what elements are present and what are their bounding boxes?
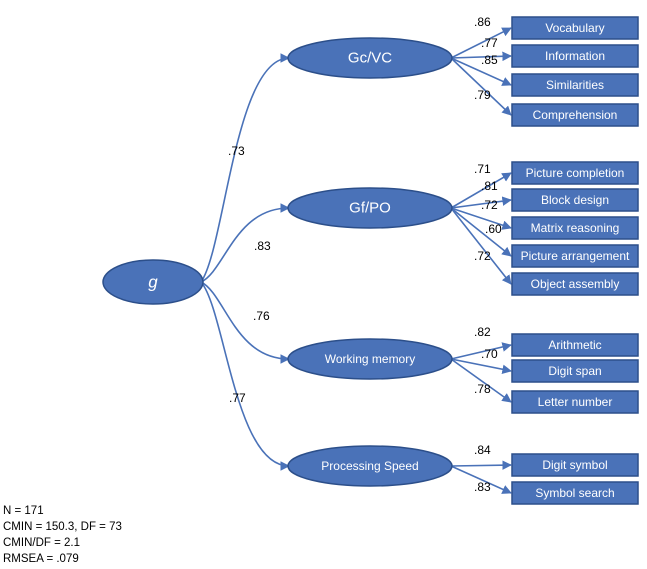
object-assembly-edge [450, 207, 512, 285]
letter-number-edge [450, 358, 512, 403]
similarities-edge [450, 57, 512, 86]
comprehension-edge [450, 57, 512, 116]
object-assembly-subtest-label: Object assembly [531, 277, 620, 291]
g-factor-label: g [148, 273, 158, 292]
arithmetic-edge [450, 342, 512, 360]
arithmetic-loading: .82 [474, 325, 491, 339]
processing-speed-factor-node [287, 445, 453, 487]
gf-po-factor-node [287, 187, 453, 229]
g-to-gf-po-edge [200, 203, 290, 283]
g-to-working-memory-edge [200, 281, 290, 364]
object-assembly-loading: .72 [474, 249, 491, 263]
object-assembly-subtest-box [511, 272, 639, 296]
picture-arrangement-subtest-label: Picture arrangement [521, 249, 630, 263]
picture-completion-edge [450, 172, 512, 209]
letter-number-loading: .78 [474, 382, 491, 396]
symbol-search-edge [450, 465, 512, 494]
g-loading-gf-po: .83 [254, 239, 271, 253]
information-loading: .77 [481, 36, 498, 50]
matrix-reasoning-edge [450, 207, 512, 230]
comprehension-loading: .79 [474, 88, 491, 102]
vocabulary-loading: .86 [474, 15, 491, 29]
picture-completion-subtest-label: Picture completion [526, 166, 625, 180]
comprehension-subtest-box [511, 103, 639, 127]
picture-arrangement-edge [450, 207, 512, 257]
picture-completion-loading: .71 [474, 162, 491, 176]
cmin-ratio: CMIN/DF = 2.1 [3, 537, 81, 549]
vocabulary-subtest-label: Vocabulary [545, 21, 604, 35]
digit-symbol-edge [450, 460, 512, 470]
arithmetic-subtest-label: Arithmetic [548, 338, 601, 352]
gf-po-factor-label: Gf/PO [349, 200, 391, 217]
sample-size: N = 171 [3, 505, 44, 517]
gc-vc-factor-node [287, 37, 453, 79]
gc-vc-factor-label: Gc/VC [348, 50, 392, 67]
picture-arrangement-loading: .60 [485, 222, 502, 236]
similarities-loading: .85 [481, 53, 498, 67]
rmsea: RMSEA = .079 [3, 553, 79, 565]
g-loading-processing-speed: .77 [229, 391, 246, 405]
g-loading-working-memory: .76 [253, 309, 270, 323]
cmin-df: CMIN = 150.3, DF = 73 [3, 521, 122, 533]
matrix-reasoning-loading: .72 [481, 198, 498, 212]
matrix-reasoning-subtest-label: Matrix reasoning [531, 221, 620, 235]
picture-completion-subtest-box [511, 161, 639, 185]
g-loading-gc-vc: .73 [228, 144, 245, 158]
block-design-edge [450, 196, 512, 209]
symbol-search-subtest-box [511, 481, 639, 505]
vocabulary-subtest-box [511, 16, 639, 40]
symbol-search-loading: .83 [474, 480, 491, 494]
digit-span-subtest-label: Digit span [548, 364, 601, 378]
digit-span-edge [450, 358, 512, 375]
g-factor-node [102, 259, 204, 305]
vocabulary-edge [450, 27, 512, 59]
digit-symbol-subtest-box [511, 453, 639, 477]
digit-symbol-loading: .84 [474, 443, 491, 457]
working-memory-factor-node [287, 338, 453, 380]
g-to-gc-vc-edge [200, 53, 290, 283]
processing-speed-factor-label: Processing Speed [321, 459, 418, 473]
arithmetic-subtest-box [511, 333, 639, 357]
block-design-subtest-box [511, 188, 639, 212]
similarities-subtest-label: Similarities [546, 78, 604, 92]
block-design-subtest-label: Block design [541, 193, 609, 207]
picture-arrangement-subtest-box [511, 244, 639, 268]
g-to-processing-speed-edge [200, 281, 290, 471]
similarities-subtest-box [511, 73, 639, 97]
comprehension-subtest-label: Comprehension [533, 108, 618, 122]
working-memory-factor-label: Working memory [325, 352, 415, 366]
digit-symbol-subtest-label: Digit symbol [542, 458, 607, 472]
digit-span-subtest-box [511, 359, 639, 383]
letter-number-subtest-label: Letter number [538, 395, 613, 409]
information-edge [450, 51, 512, 62]
model-fit-statistics: N = 171 CMIN = 150.3, DF = 73 CMIN/DF = … [3, 503, 122, 567]
symbol-search-subtest-label: Symbol search [535, 486, 614, 500]
information-subtest-label: Information [545, 49, 605, 63]
letter-number-subtest-box [511, 390, 639, 414]
matrix-reasoning-subtest-box [511, 216, 639, 240]
digit-span-loading: .70 [481, 347, 498, 361]
block-design-loading: .81 [481, 179, 498, 193]
information-subtest-box [511, 44, 639, 68]
